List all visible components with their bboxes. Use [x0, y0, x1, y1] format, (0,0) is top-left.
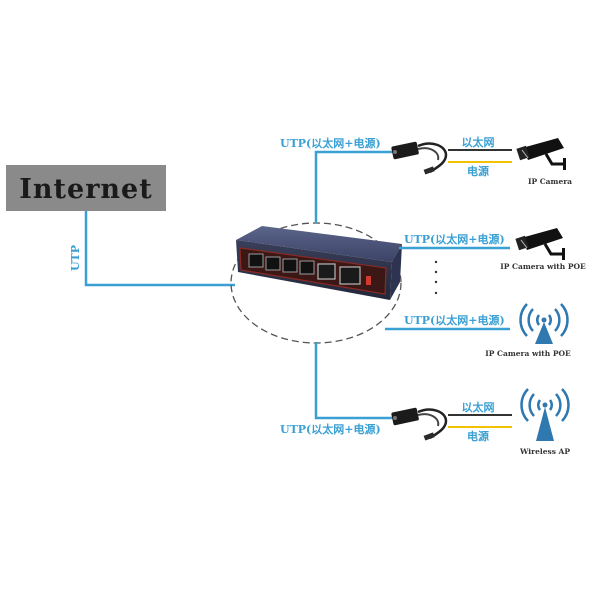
device-label: IP Camera with POE	[485, 349, 571, 358]
ethernet-label: 以太网	[462, 135, 495, 149]
port-icon	[299, 260, 315, 275]
port-icon	[282, 258, 298, 273]
cable-top	[314, 150, 393, 223]
more-ports-dots	[434, 260, 438, 295]
internet-box-bg	[6, 165, 166, 211]
downlink-cables	[314, 150, 510, 420]
power-label: 电源	[467, 164, 489, 178]
cable-label: UTP(以太网+电源)	[404, 232, 505, 246]
cable-bottom	[314, 342, 393, 420]
port-icon	[339, 266, 361, 285]
port-icon	[248, 253, 264, 268]
device-label: Wireless AP	[519, 447, 570, 456]
port-icon	[317, 263, 336, 280]
poe-splitter-icon	[391, 141, 448, 175]
port-icon	[265, 256, 281, 271]
power-label: 电源	[467, 429, 489, 443]
connection-top: UTP(以太网+电源) 以太网 电源 IP Camera	[280, 135, 572, 186]
cable-label: UTP(以太网+电源)	[404, 313, 505, 327]
switch-ports	[248, 253, 371, 285]
poe-switch	[236, 226, 402, 300]
ethernet-label: 以太网	[462, 400, 495, 414]
switch-top	[236, 226, 402, 262]
device-label: IP Camera with POE	[500, 262, 586, 271]
device-label: IP Camera	[528, 177, 572, 186]
internet-box: Internet	[6, 165, 166, 211]
uplink-label: UTP	[69, 245, 82, 271]
poe-splitter-icon	[391, 407, 448, 441]
camera-icon	[516, 138, 566, 170]
wireless-ap-icon	[520, 388, 570, 441]
connection-mid1: UTP(以太网+电源) IP Camera with POE	[404, 228, 586, 271]
cable-label: UTP(以太网+电源)	[280, 422, 381, 436]
connection-mid2: UTP(以太网+电源) IP Camera with POE	[404, 303, 571, 358]
cable-label: UTP(以太网+电源)	[280, 136, 381, 150]
uplink-cable: UTP	[69, 211, 235, 287]
wireless-ap-icon	[519, 303, 569, 344]
uplink-cable-line	[84, 211, 235, 287]
switch-dip-icon	[366, 276, 371, 285]
switch-side	[390, 244, 402, 300]
camera-icon	[515, 228, 565, 260]
connection-bottom: UTP(以太网+电源) 以太网 电源 Wireless AP	[280, 388, 570, 456]
internet-label: Internet	[19, 174, 152, 205]
